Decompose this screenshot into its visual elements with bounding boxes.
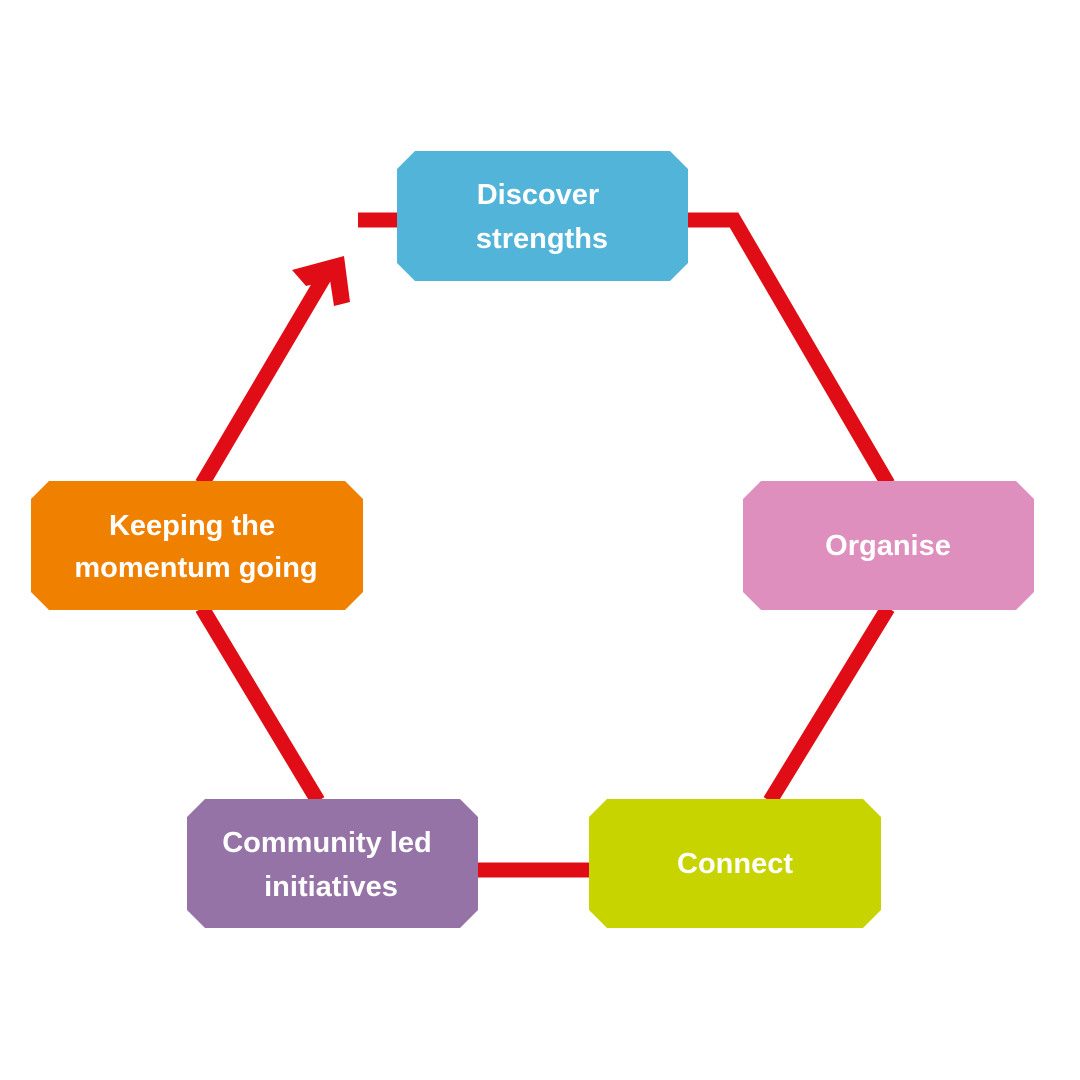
node-community: Community led initiatives <box>187 799 478 928</box>
node-community-shape <box>187 799 478 928</box>
node-discover-shape <box>397 151 688 281</box>
node-community-label: Community led initiatives <box>222 827 440 903</box>
node-connect-line-1: Connect <box>677 848 793 880</box>
node-keeping-line-2: momentum going <box>74 552 317 584</box>
connector-organise-connect <box>763 604 895 805</box>
node-discover-line-1: Discover <box>477 179 600 211</box>
node-organise-label: Organise <box>825 530 951 562</box>
node-keeping-line-1: Keeping the <box>109 510 275 542</box>
node-discover-line-2: strengths <box>476 223 608 255</box>
node-connect-shape <box>589 799 881 928</box>
node-organise-shape <box>743 481 1034 610</box>
node-community-line-2: initiatives <box>264 871 398 903</box>
node-connect-label: Connect <box>677 848 793 880</box>
node-discover: Discover strengths <box>397 151 688 281</box>
connector-keeping-discover <box>195 270 333 488</box>
node-keeping: Keeping the momentum going <box>31 481 363 610</box>
arrowhead-icon <box>292 256 350 306</box>
node-organise: Organise <box>743 481 1034 610</box>
node-connect: Connect <box>589 799 881 928</box>
node-organise-line-1: Organise <box>825 530 951 562</box>
connector-discover-organise <box>688 212 895 488</box>
node-community-line-1: Community led <box>222 827 431 859</box>
node-discover-label: Discover strengths <box>476 179 608 255</box>
connector-community-keeping <box>195 604 325 805</box>
node-keeping-shape <box>31 481 363 610</box>
node-keeping-label: Keeping the momentum going <box>74 510 317 584</box>
